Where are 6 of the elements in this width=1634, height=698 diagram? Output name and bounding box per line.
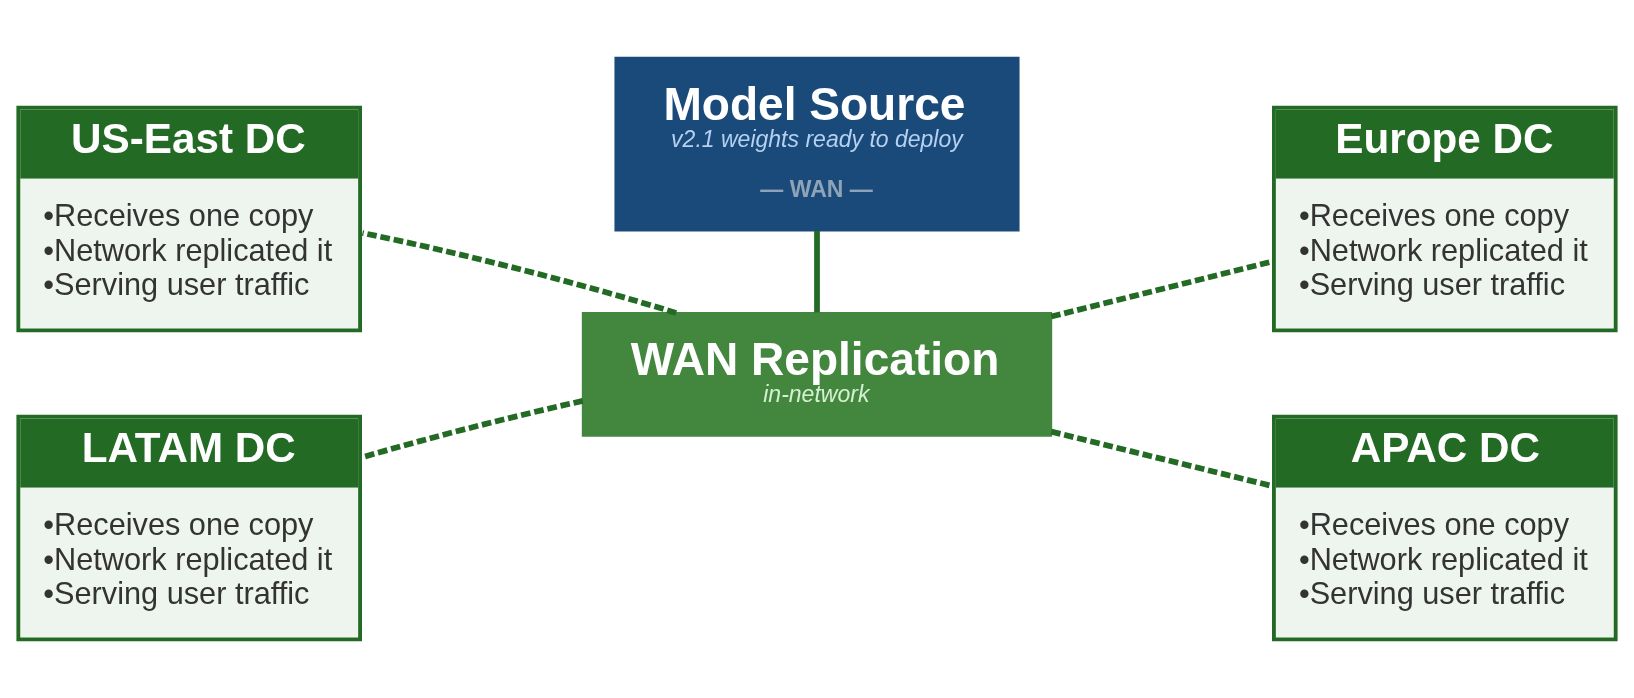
connector <box>1050 258 1273 319</box>
node-box: Model Source v2.1 weights ready to deploy — WAN — <box>614 56 1020 231</box>
connector <box>814 230 820 312</box>
node-box: WAN Replication in-network <box>581 311 1053 437</box>
connector <box>1050 428 1273 489</box>
connector <box>361 229 677 316</box>
